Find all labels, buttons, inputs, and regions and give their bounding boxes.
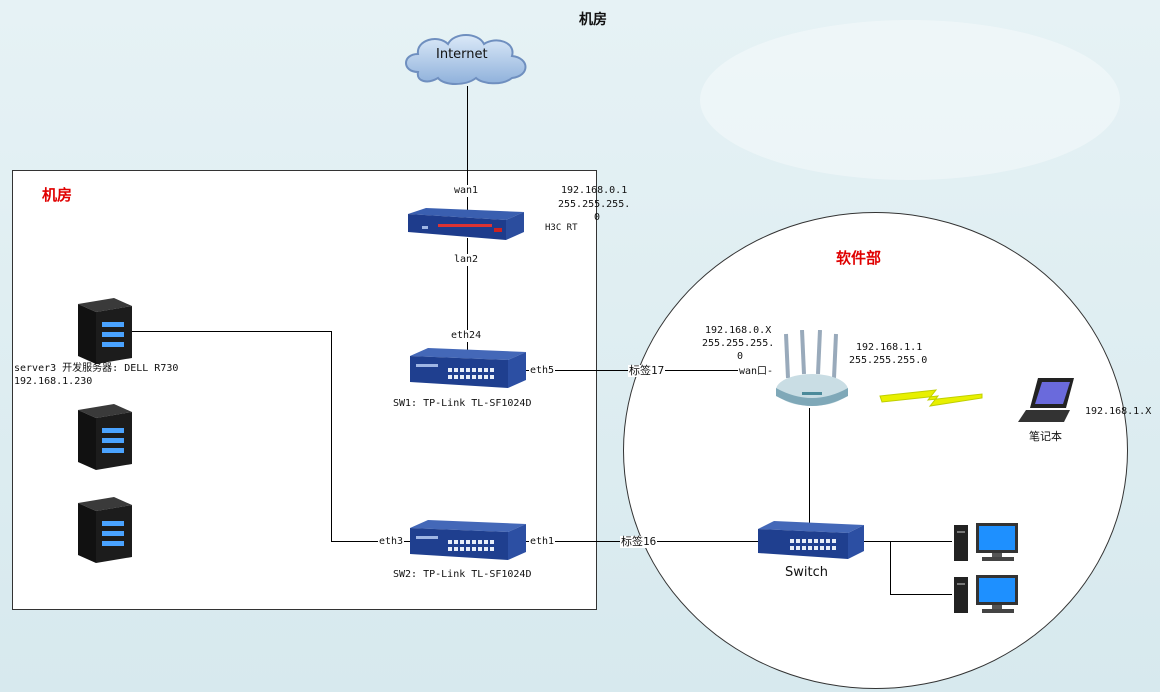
link-wifi-switch <box>809 408 810 524</box>
router-ip-line3: 0 <box>594 212 601 223</box>
software-dept-title: 软件部 <box>836 249 882 267</box>
desktop-icon <box>954 523 1018 561</box>
link-switch-pc1 <box>862 541 952 542</box>
top-title: 机房 <box>579 12 607 28</box>
server3-ip: 192.168.1.230 <box>14 376 93 387</box>
background-decoration <box>700 20 1120 180</box>
cable16-label: 标签16 <box>620 535 658 548</box>
wifi-wan-ip2: 255.255.255. <box>702 338 775 349</box>
router-name: H3C RT <box>545 223 578 233</box>
switch-label: Switch <box>785 565 828 580</box>
switch-icon <box>758 521 864 559</box>
sw1-port-up: eth24 <box>450 330 483 342</box>
software-dept-area <box>623 212 1128 689</box>
wifi-wan-label: wan口- <box>738 366 775 378</box>
link-internet-router <box>467 86 468 210</box>
router-lan-port: lan2 <box>453 254 480 266</box>
link-switch-pc2-h <box>890 594 952 595</box>
sw1-name: SW1: TP-Link TL-SF1024D <box>393 398 532 409</box>
wifi-lan-ip2: 255.255.255.0 <box>849 355 928 366</box>
router-ip-line1: 192.168.0.1 <box>561 185 628 196</box>
router-wan-port: wan1 <box>453 185 480 197</box>
cable17-label: 标签17 <box>628 364 666 377</box>
desktop-icon <box>954 575 1018 613</box>
sw2-name: SW2: TP-Link TL-SF1024D <box>393 569 532 580</box>
sw1-port-right: eth5 <box>529 365 556 377</box>
link-switch-pc2-v <box>890 541 891 594</box>
wifi-wan-ip1: 192.168.0.X <box>705 325 772 336</box>
switch-icon <box>410 520 526 560</box>
server-icon <box>78 497 132 563</box>
link-router-sw1 <box>467 238 468 350</box>
sw2-port-right: eth1 <box>529 536 556 548</box>
router-ip-line2: 255.255.255. <box>558 199 631 210</box>
cloud-icon <box>405 34 527 85</box>
laptop-ip: 192.168.1.X <box>1085 406 1152 417</box>
router-icon <box>408 208 524 240</box>
server-icon <box>78 298 132 364</box>
internet-label: Internet <box>436 47 488 62</box>
wireless-router-icon <box>776 330 848 406</box>
link-server3-v <box>331 331 332 542</box>
server-room-title: 机房 <box>42 186 73 204</box>
switch-icon <box>410 348 526 388</box>
link-server3-sw2 <box>331 541 411 542</box>
wifi-wan-ip3: 0 <box>737 351 744 362</box>
sw2-port-left: eth3 <box>378 536 405 548</box>
wifi-lan-ip1: 192.168.1.1 <box>856 342 923 353</box>
wireless-bolt-icon <box>879 389 983 407</box>
server-icon <box>78 404 132 470</box>
laptop-icon <box>1018 378 1074 422</box>
link-server3-h <box>132 331 331 332</box>
laptop-label: 笔记本 <box>1029 430 1062 443</box>
server3-label: server3 开发服务器: DELL R730 <box>14 363 179 374</box>
